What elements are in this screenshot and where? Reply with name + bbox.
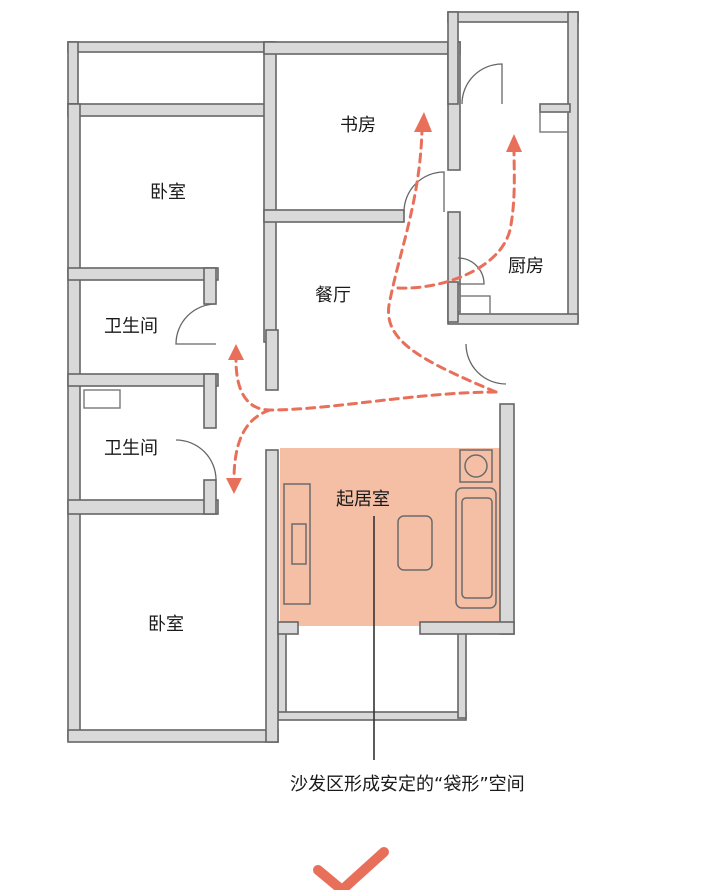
label-bathroom-top: 卫生间 xyxy=(104,316,158,337)
living-room-highlight xyxy=(280,448,502,626)
arrowhead-bathroom-bottom xyxy=(226,478,242,494)
bedroom-top-walls xyxy=(67,41,277,741)
label-bathroom-bottom: 卫生间 xyxy=(104,438,158,459)
circulation-arrows xyxy=(226,112,522,494)
arrowhead-kitchen xyxy=(506,134,522,152)
side-table xyxy=(459,449,493,483)
arrow-to-kitchen xyxy=(396,148,516,290)
checkmark-icon xyxy=(313,847,389,890)
arrowhead-bathroom-top xyxy=(228,344,244,360)
arrow-to-bathrooms xyxy=(234,358,498,412)
living-furniture xyxy=(283,449,497,609)
tv xyxy=(291,523,307,565)
label-dining: 餐厅 xyxy=(315,285,351,306)
bathroom-walls xyxy=(67,267,219,515)
bedroom-bottom-walls xyxy=(67,449,279,743)
label-living: 起居室 xyxy=(336,489,390,510)
arrowhead-study xyxy=(414,112,432,132)
label-bedroom-top: 卧室 xyxy=(150,182,186,203)
sofa xyxy=(455,487,497,609)
study-walls xyxy=(263,41,461,223)
kitchen-walls xyxy=(447,11,579,325)
balcony-bottom xyxy=(277,629,467,721)
living-walls xyxy=(277,403,515,635)
annotation-caption: 沙发区形成安定的“袋形”空间 xyxy=(290,774,525,795)
coffee-table xyxy=(397,515,433,571)
arrow-to-study xyxy=(387,128,498,394)
label-bedroom-bottom: 卧室 xyxy=(148,614,184,635)
label-study: 书房 xyxy=(340,115,376,136)
balcony-top xyxy=(67,41,274,105)
tv-cabinet xyxy=(283,483,311,605)
sofa-seat xyxy=(461,497,493,599)
lamp xyxy=(464,454,488,478)
arrow-to-bathroom-bottom xyxy=(232,408,272,482)
label-kitchen: 厨房 xyxy=(508,256,544,277)
